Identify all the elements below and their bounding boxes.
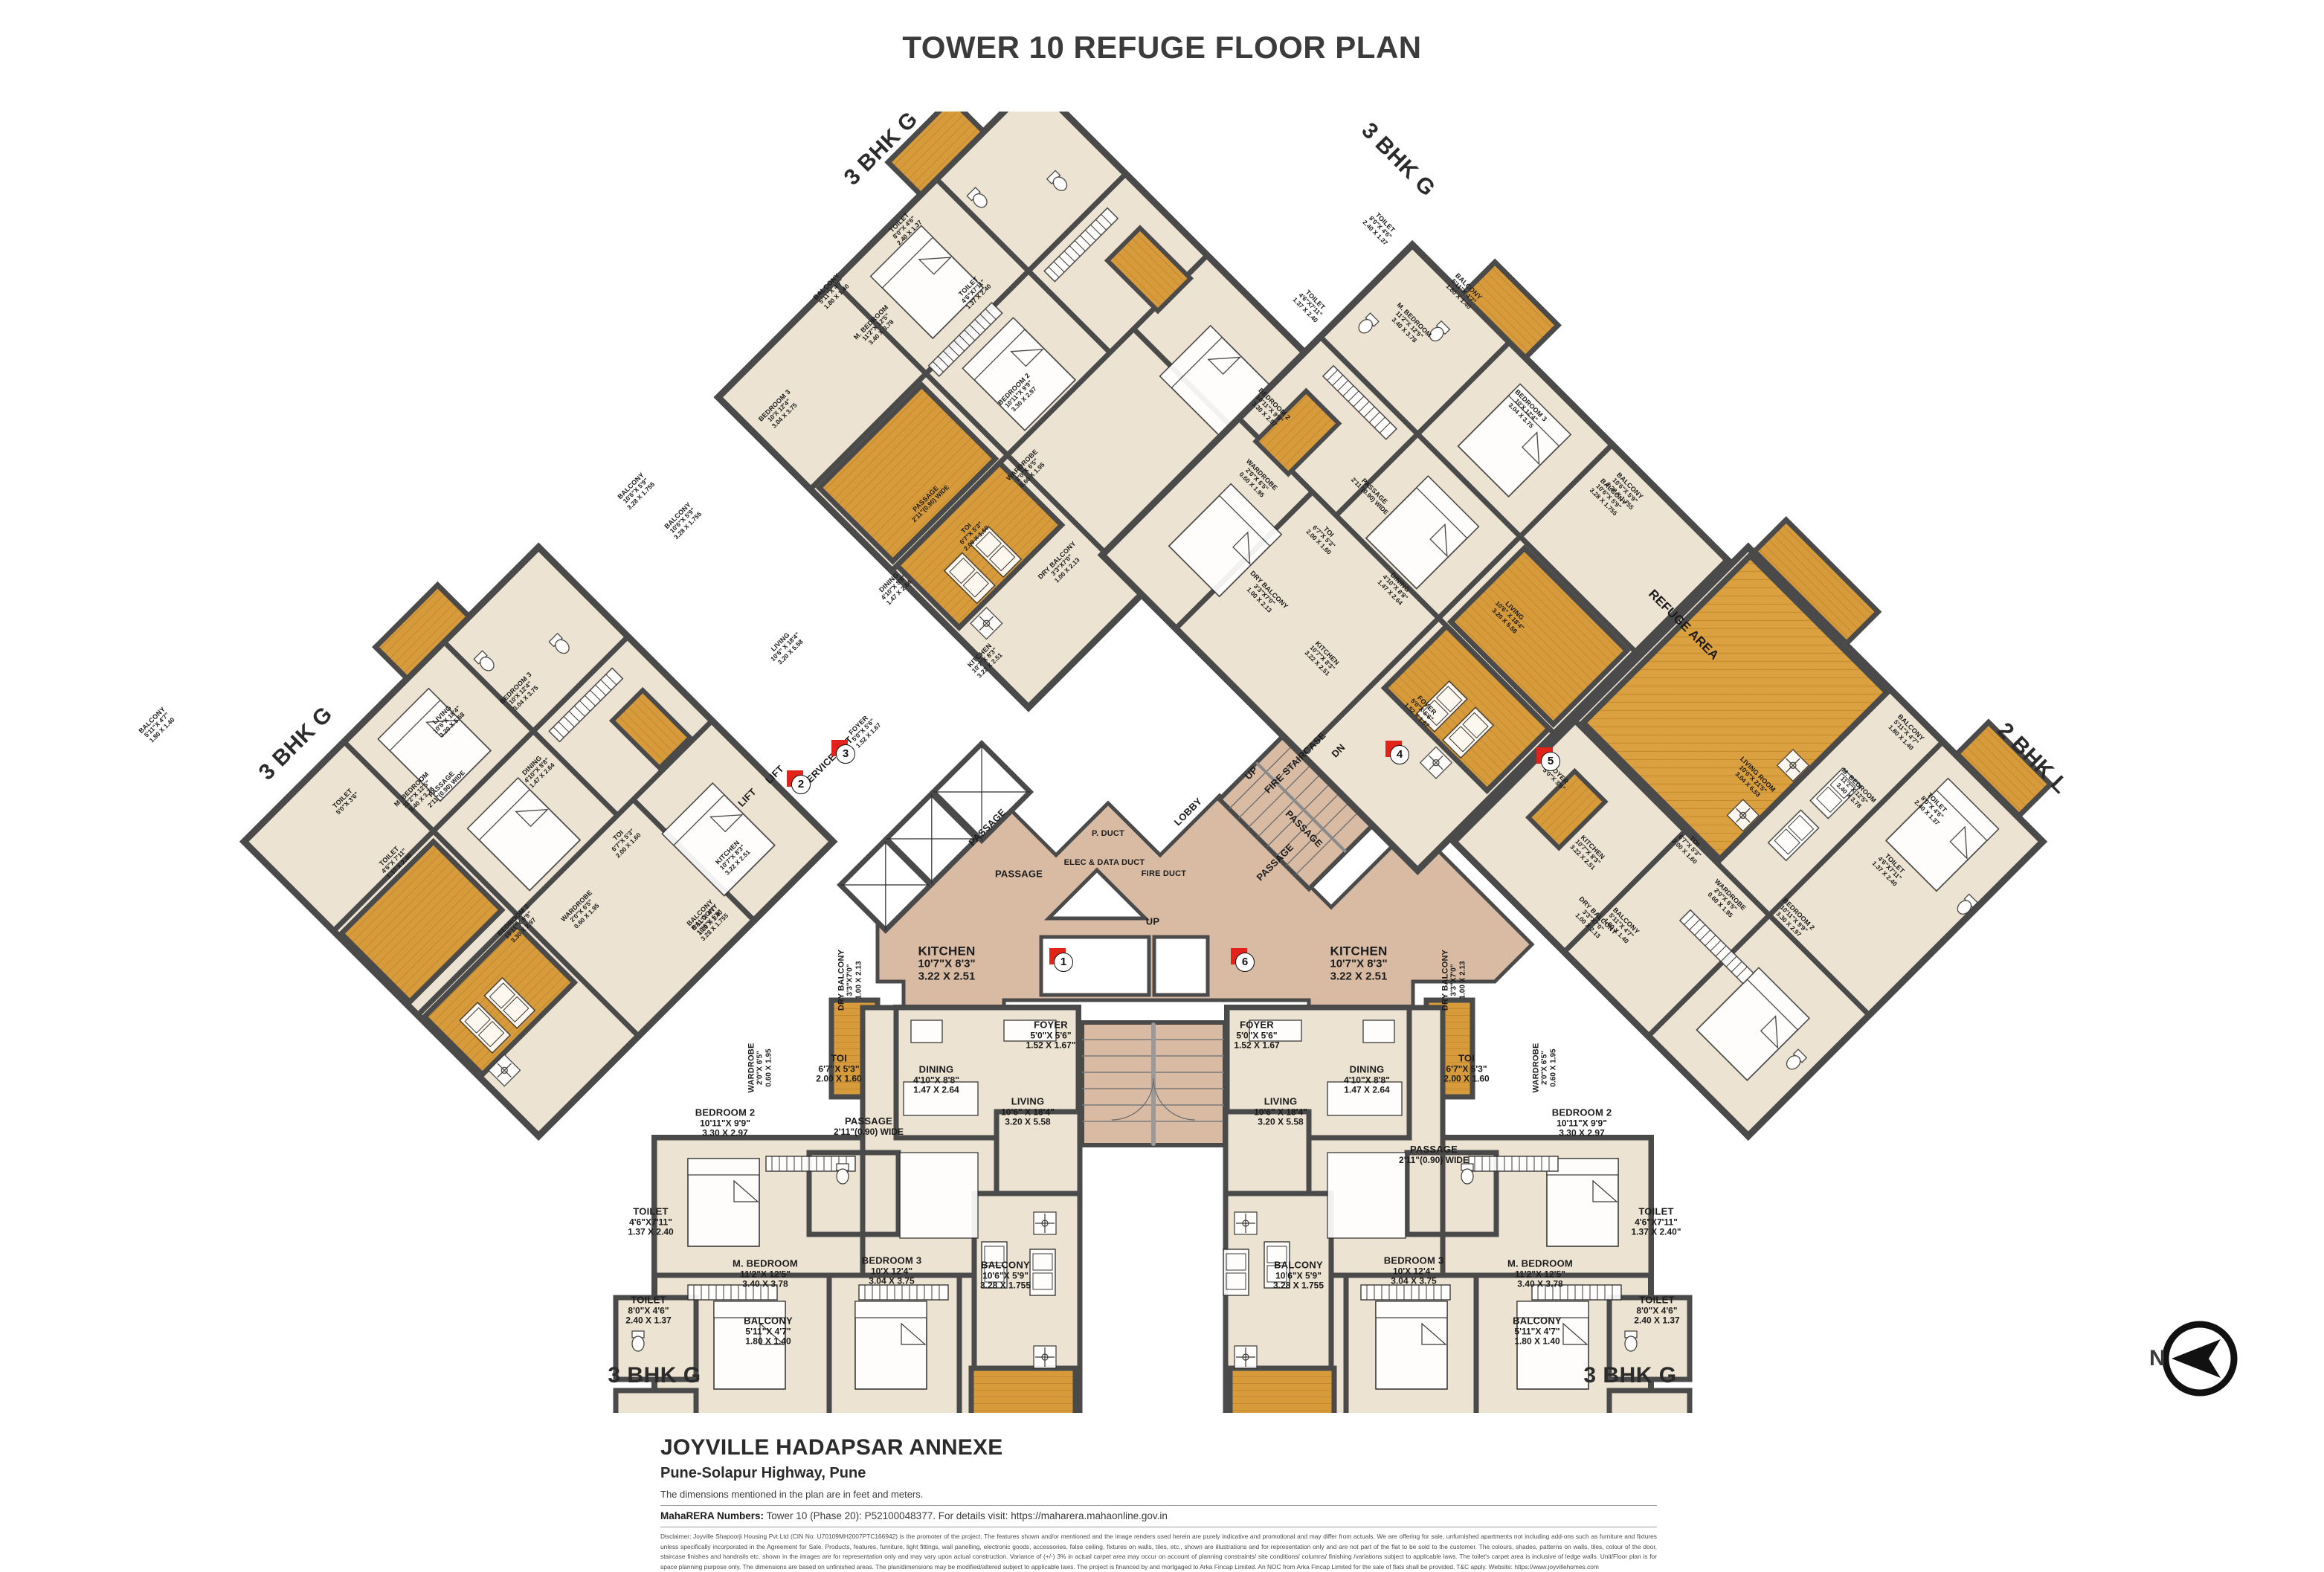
units-note: The dimensions mentioned in the plan are… xyxy=(660,1489,924,1500)
page-title: TOWER 10 REFUGE FLOOR PLAN xyxy=(902,30,1422,65)
rera-text: Tower 10 (Phase 20): P52100048377. For d… xyxy=(766,1510,1168,1521)
flat-number-marker: 6 xyxy=(1231,948,1256,973)
divider-top xyxy=(660,1505,1657,1506)
unit-top-right-outline xyxy=(1097,239,1733,875)
unit-type-tag: 3 BHK G xyxy=(608,1363,701,1388)
flat-number-marker: 1 xyxy=(1049,948,1075,973)
flat-number: 4 xyxy=(1390,745,1409,764)
flat-number-marker: 3 xyxy=(831,740,857,765)
unit-bottom-right-outline xyxy=(1223,997,1693,1413)
flat-number: 5 xyxy=(1541,752,1560,771)
compass: N xyxy=(2149,1312,2305,1424)
flat-number: 1 xyxy=(1054,953,1073,972)
project-name: JOYVILLE HADAPSAR ANNEXE xyxy=(660,1435,1003,1460)
project-location: Pune-Solapur Highway, Pune xyxy=(660,1465,866,1481)
rera-line: MahaRERA Numbers: Tower 10 (Phase 20): P… xyxy=(660,1510,1657,1521)
rera-label: MahaRERA Numbers: xyxy=(660,1510,765,1521)
flat-number: 2 xyxy=(791,775,811,794)
unit-left-outline xyxy=(239,542,838,1141)
unit-bottom-left-outline xyxy=(613,997,1083,1413)
floor-plan-drawing xyxy=(239,112,2055,1413)
flat-number-marker: 4 xyxy=(1385,741,1411,766)
compass-north-label: N xyxy=(2149,1346,2166,1370)
unit-right-outline xyxy=(1449,516,2055,1141)
footer: JOYVILLE HADAPSAR ANNEXE Pune-Solapur Hi… xyxy=(660,1435,1657,1572)
flat-number-marker: 5 xyxy=(1536,747,1562,773)
flat-number-marker: 2 xyxy=(787,770,812,796)
disclaimer: Disclaimer: Joyville Shapoorji Housing P… xyxy=(660,1533,1657,1571)
compass-needle-icon xyxy=(2162,1321,2238,1397)
unit-type-tag: 3 BHK G xyxy=(1583,1363,1677,1388)
flat-number: 3 xyxy=(836,744,855,764)
unit-top-left-outline xyxy=(713,112,1349,712)
flat-number: 6 xyxy=(1235,953,1255,972)
